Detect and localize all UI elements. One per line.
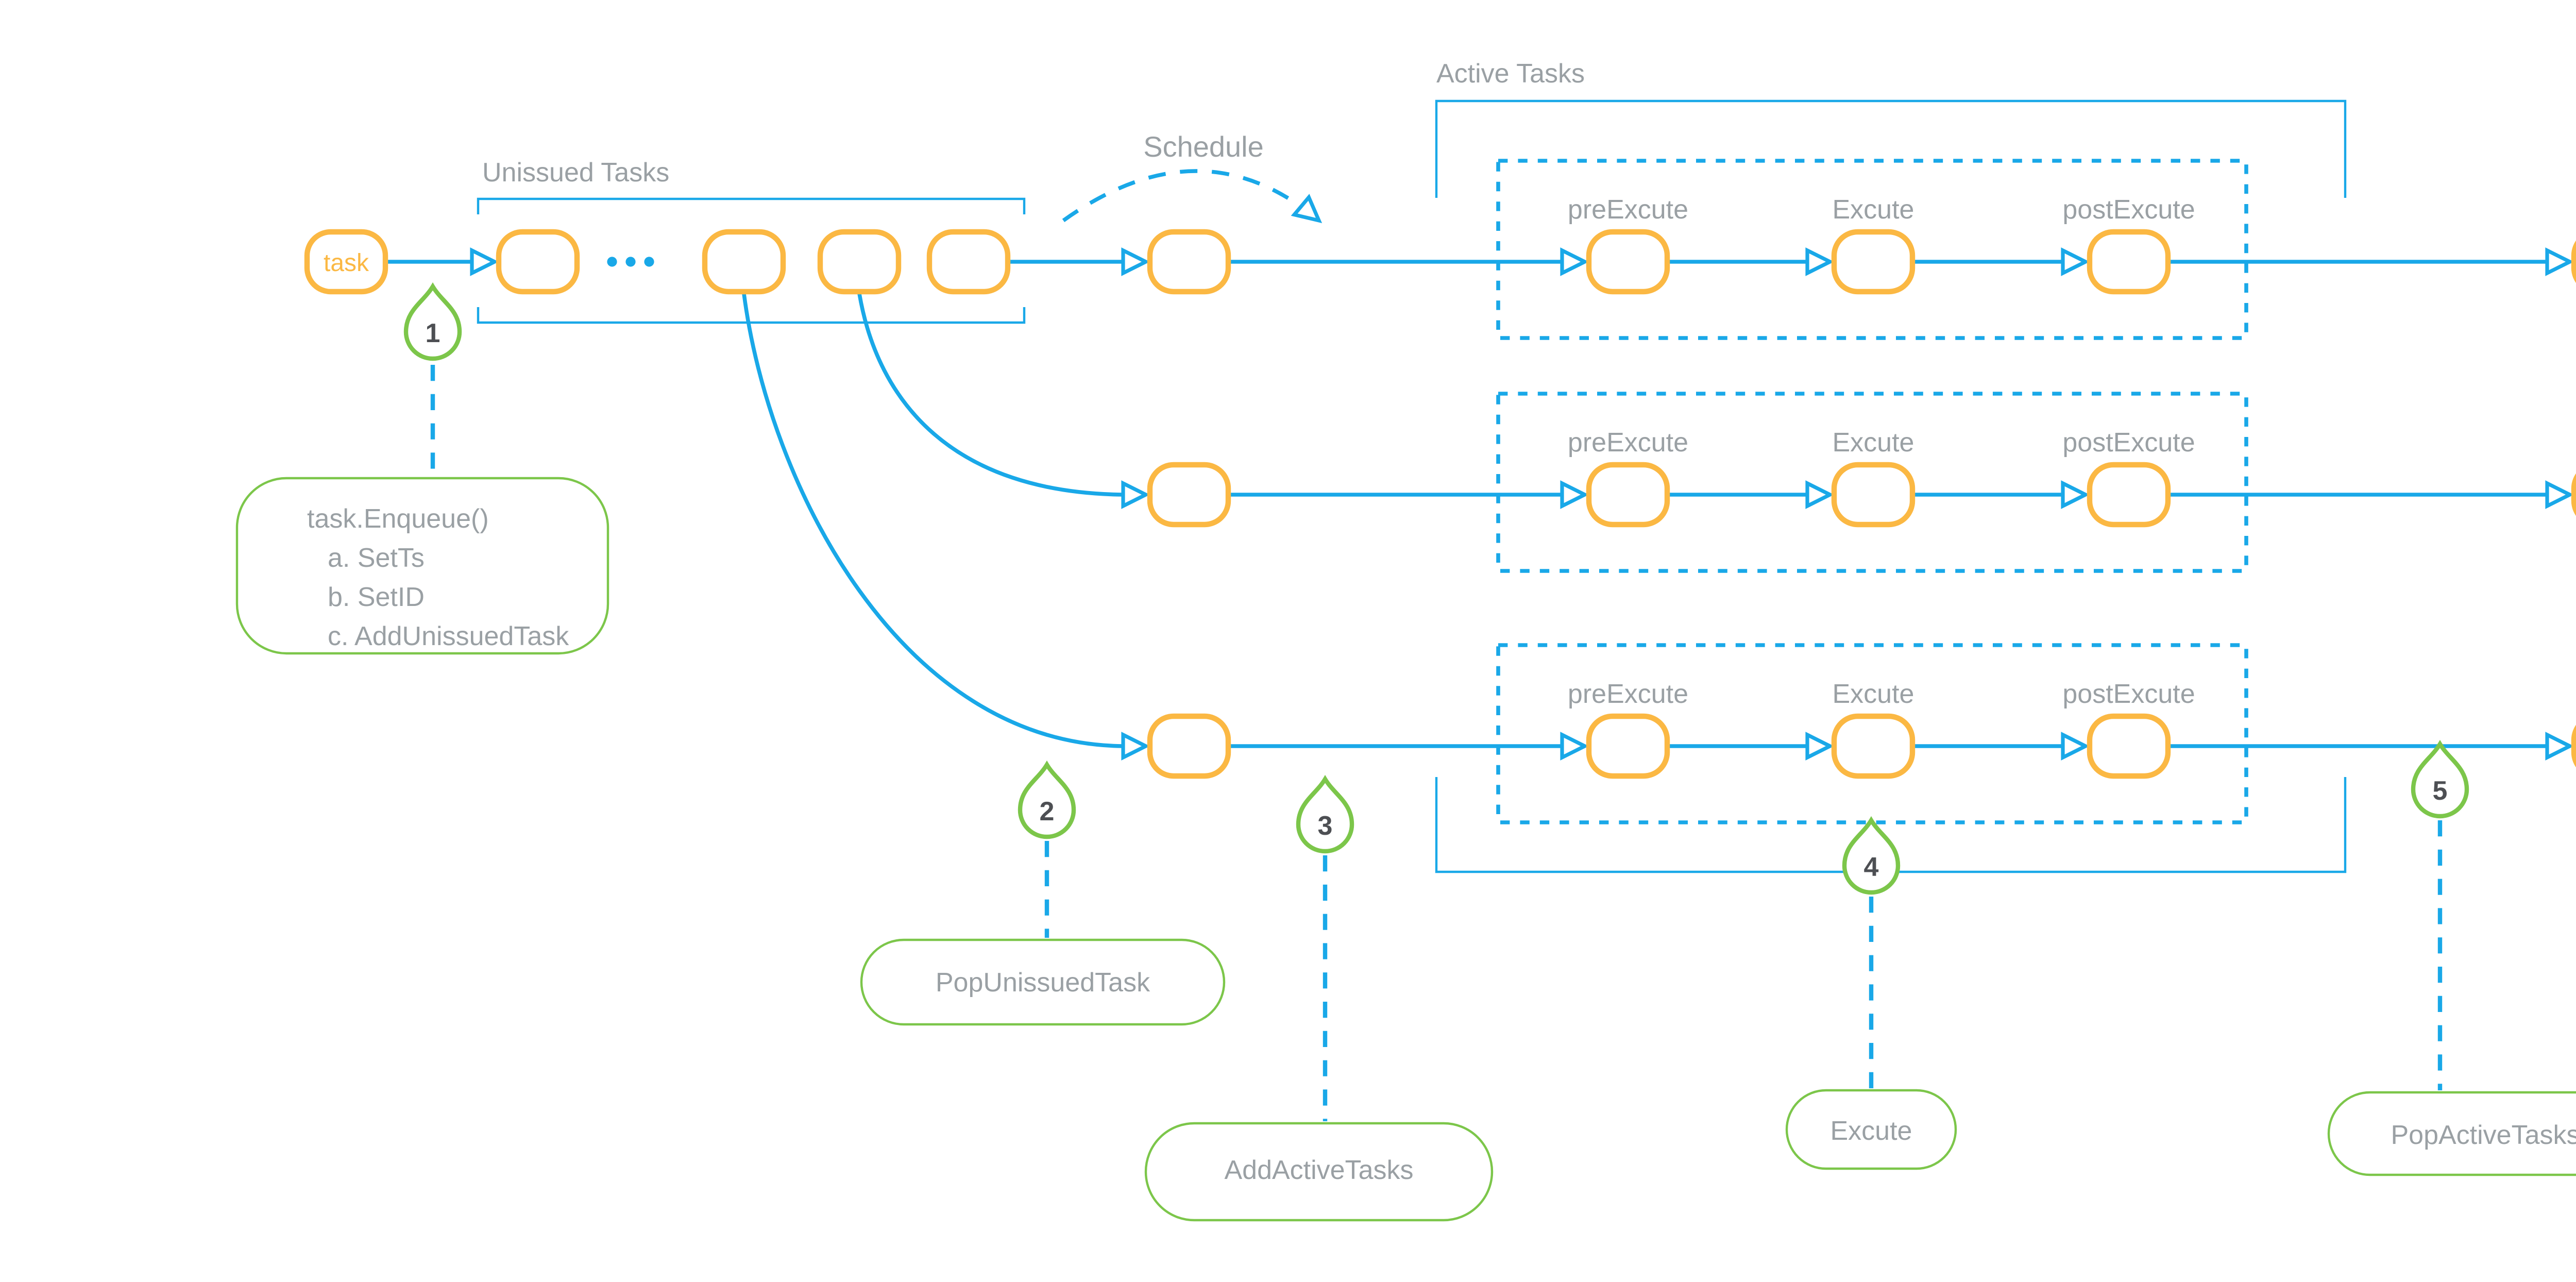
marker-number: 1 (426, 318, 440, 348)
postexcute-node (2090, 232, 2168, 292)
stage-label-excute: Excute (1833, 679, 1914, 709)
unissued-bracket-top (477, 197, 1026, 214)
unissued-bracket-bottom (477, 307, 1026, 324)
stage-label-postexcute: postExcute (2062, 428, 2195, 458)
ellipsis-dot (625, 257, 636, 267)
queue-node (499, 232, 577, 292)
stage-label-preexcute: preExcute (1568, 195, 1688, 225)
excute-node (1834, 465, 1912, 525)
scheduled-task-node (1150, 465, 1228, 525)
annotation-box-enqueue (235, 477, 609, 655)
pop-task-curve-row-2 (857, 293, 1124, 497)
marker-number: 4 (1864, 852, 1879, 882)
annotation-line: AddActiveTasks (1224, 1155, 1413, 1185)
stage-label-postexcute: postExcute (2062, 195, 2195, 225)
ellipsis-dot (607, 257, 617, 267)
stage-box-row-1 (1496, 159, 2248, 340)
annotation-line: c. AddUnissuedTask (328, 621, 569, 651)
active-tasks-label: Active Tasks (1436, 59, 1585, 89)
queue-node (929, 232, 1008, 292)
postexcute-node (2090, 465, 2168, 525)
marker-number: 5 (2433, 776, 2448, 806)
stage-label-excute: Excute (1833, 195, 1914, 225)
stage-box-row-2 (1496, 392, 2248, 573)
stage-label-excute: Excute (1833, 428, 1914, 458)
queue-node (705, 232, 783, 292)
ellipsis-dot (644, 257, 654, 267)
schedule-label: Schedule (1143, 130, 1264, 163)
excute-node (1834, 716, 1912, 776)
annotation-box-popactivetasks (2327, 1091, 2576, 1176)
annotation-line: PopUnissuedTask (936, 968, 1150, 998)
marker-number: 2 (1040, 797, 1055, 826)
annotation-line: a. SetTs (328, 543, 425, 573)
annotation-line: task.Enqueue() (307, 504, 489, 534)
queue-node (820, 232, 899, 292)
marker-number: 3 (1318, 811, 1333, 841)
pop-task-curve-row-3 (742, 293, 1124, 748)
stage-label-preexcute: preExcute (1568, 428, 1688, 458)
preexcute-node (1589, 232, 1667, 292)
task-node-label: task (324, 249, 369, 277)
annotation-box-popunissuedtask (860, 938, 1226, 1026)
annotation-line: Excute (1831, 1116, 1912, 1146)
active-bracket-top (1435, 99, 2347, 198)
stage-label-postexcute: postExcute (2062, 679, 2195, 709)
unissued-tasks-label: Unissued Tasks (482, 158, 669, 188)
stage-box-row-3 (1496, 643, 2248, 824)
scheduled-task-node (1150, 232, 1228, 292)
scheduled-task-node (1150, 716, 1228, 776)
annotation-box-addactivetasks (1144, 1122, 1494, 1222)
excute-node (1834, 232, 1912, 292)
annotation-line: PopActiveTasks (2391, 1120, 2576, 1150)
postexcute-node (2090, 716, 2168, 776)
annotation-box-excute (1785, 1089, 1957, 1170)
preexcute-node (1589, 465, 1667, 525)
stage-label-preexcute: preExcute (1568, 679, 1688, 709)
preexcute-node (1589, 716, 1667, 776)
annotation-line: b. SetID (328, 582, 425, 612)
schedule-arc (1062, 169, 1296, 223)
